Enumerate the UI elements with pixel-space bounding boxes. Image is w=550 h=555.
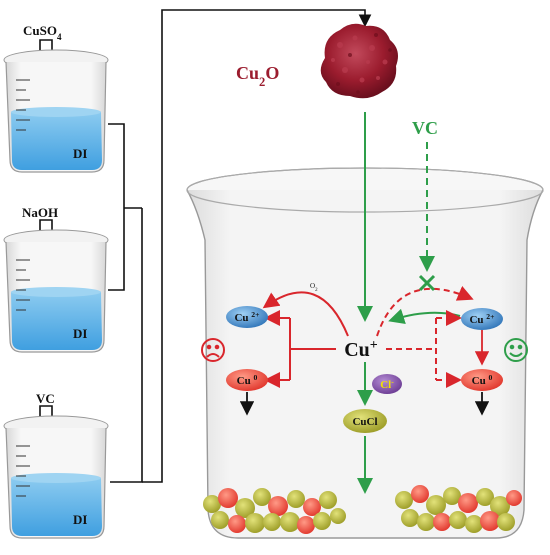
cuso4-label: CuSO4 [23,23,62,42]
sediment-right [395,485,522,533]
cucl-precipitate: CuCl [343,409,387,433]
right-cu0-metal: Cu 0 [461,369,503,391]
cu2o-label: Cu2O [236,63,279,89]
sediment-left [203,488,346,534]
svg-text:CuCl: CuCl [352,416,377,428]
happy-face-icon [504,338,528,362]
cu-plus-label: Cu+ [344,338,378,362]
beaker-naoh: NaOH DI [3,205,109,353]
cu2o-powder: Cu2O [236,23,398,99]
svg-text:Cu 2+: Cu 2+ [469,312,494,327]
di-label: DI [73,512,87,527]
left-cu2-ion: Cu 2+ [226,306,268,328]
naoh-label: NaOH [22,205,58,220]
di-label: DI [73,146,87,161]
svg-text:Cl-: Cl- [380,377,394,392]
o2-oxidation-arrow [262,291,349,337]
beaker-vc: VC DI [3,391,109,539]
right-cu2-ion: Cu 2+ [461,308,503,330]
process-flow-lines [108,9,372,483]
svg-text:Cu 0: Cu 0 [472,373,493,388]
blocked-cross-icon [418,274,436,292]
chloride-ion: Cl- [372,374,402,394]
left-cu0-metal: Cu 0 [226,369,268,391]
o2-label: O2 [310,282,318,293]
vc-reductant-label: VC [412,118,438,138]
sad-face-icon [201,338,225,362]
svg-text:Cu 2+: Cu 2+ [234,310,259,325]
svg-text:Cu 0: Cu 0 [237,373,258,388]
beaker-cuso4: CuSO4 DI [3,23,109,173]
vc-label: VC [36,391,55,406]
di-label: DI [73,326,87,341]
oxidation-pathway-dashed [376,285,474,337]
